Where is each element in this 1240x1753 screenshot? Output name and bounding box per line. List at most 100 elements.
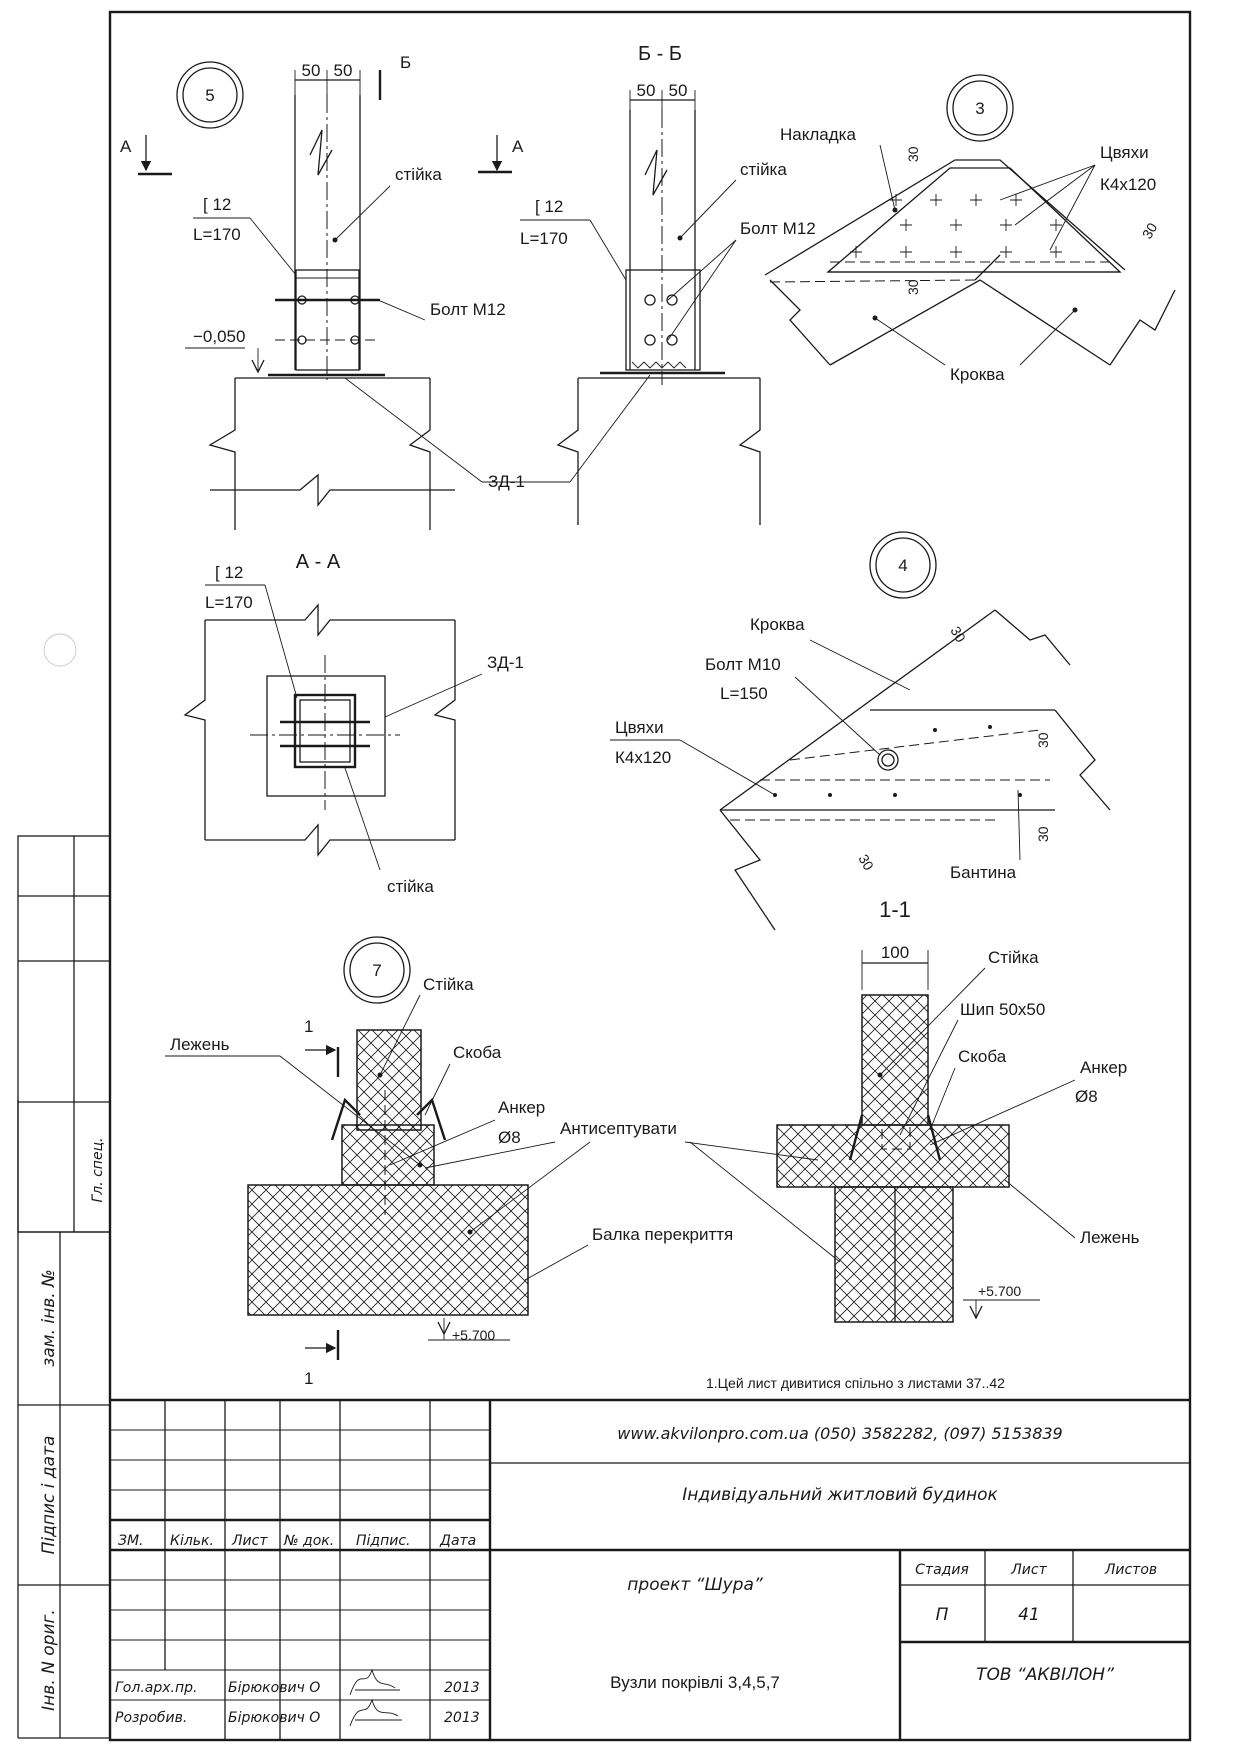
node-7: 7 1 1 Стійка Лежень Скоба Анкер Ø8 Антис… xyxy=(165,936,841,1388)
label-post: Стійка xyxy=(423,975,474,994)
section-mark-b: Б xyxy=(400,53,411,72)
label-zd-1: ЗД-1 xyxy=(487,653,524,672)
node-3-number: 3 xyxy=(975,99,984,118)
label-tenon: Шип 50х50 xyxy=(960,1000,1045,1019)
label-nails-size: К4х120 xyxy=(615,748,671,767)
col-header-changes: ЗМ. xyxy=(118,1533,144,1549)
label-post: Стійка xyxy=(988,948,1039,967)
label-channel: [ 12 xyxy=(215,563,243,582)
section-bb: Б - Б 50 50 стійка [ 12 L=170 Болт М12 xyxy=(520,43,816,525)
stage-header: Стадия xyxy=(915,1562,969,1578)
signature-1 xyxy=(349,1668,400,1696)
dim-30: 30 xyxy=(855,852,877,874)
label-bolt: Болт М12 xyxy=(740,219,816,238)
stamp-chief-spec: Гл. спец. xyxy=(90,1137,106,1202)
label-length: L=170 xyxy=(520,229,568,248)
label-anchor: Анкер xyxy=(1080,1058,1127,1077)
project-name: проект “Шура” xyxy=(627,1575,763,1595)
section-aa-title: А - А xyxy=(296,551,341,573)
section-aa: А - А [ 12 L=170 ЗД-1 стійка xyxy=(183,551,524,896)
row-name: Бірюкович О xyxy=(228,1680,320,1696)
row-year: 2013 xyxy=(444,1680,480,1696)
company-name: ТОВ “АКВІЛОН” xyxy=(976,1665,1114,1685)
row-year: 2013 xyxy=(444,1710,480,1726)
node-4-number: 4 xyxy=(898,556,907,575)
sheet-header: Лист xyxy=(1010,1562,1047,1578)
row-role: Гол.арх.пр. xyxy=(115,1680,197,1696)
row-name: Бірюкович О xyxy=(228,1710,320,1726)
sheet-frame xyxy=(108,10,1192,1742)
level-mark: −0,050 xyxy=(193,327,245,346)
node-4: 4 Кроква Болт М10 L=150 Цвяхи К4х120 Бан… xyxy=(610,531,1111,931)
node-3: 3 Накладка Цвяхи К4х120 30 30 30 Кроква xyxy=(764,74,1176,384)
label-channel: [ 12 xyxy=(203,195,231,214)
level-mark: +5.700 xyxy=(978,1283,1021,1299)
label-nails: Цвяхи xyxy=(1100,143,1149,162)
section-bb-title: Б - Б xyxy=(638,43,682,65)
label-antiseptic: Антисептувати xyxy=(560,1119,677,1138)
label-nails: Цвяхи xyxy=(615,718,664,737)
label-length: L=170 xyxy=(205,593,253,612)
level-mark: +5.700 xyxy=(452,1327,495,1343)
punch-hole xyxy=(43,633,77,667)
dim-30: 30 xyxy=(905,146,921,162)
label-plate: Накладка xyxy=(780,125,856,144)
label-length: L=150 xyxy=(720,684,768,703)
node-7-number: 7 xyxy=(372,961,381,980)
label-plate: Лежень xyxy=(170,1035,230,1054)
side-stamp: Гл. спец. зам. інв. № Підпис і дата Інв.… xyxy=(17,835,111,1739)
sheet-note: 1.Цей лист дивитися спільно з листами 37… xyxy=(706,1375,1005,1391)
company-website: www.akvilonpro.com.ua (050) 3582282, (09… xyxy=(617,1424,1062,1443)
section-mark-a-right: А xyxy=(512,137,524,156)
stage-value: П xyxy=(936,1605,949,1625)
row-role: Розробив. xyxy=(115,1710,187,1726)
label-anchor: Анкер xyxy=(498,1098,545,1117)
cut-mark-1: 1 xyxy=(304,1369,313,1388)
label-floor-beam: Балка перекриття xyxy=(592,1225,733,1244)
label-post: стійка xyxy=(395,165,442,184)
stamp-orig-inv: Інв. N ориг. xyxy=(39,1609,59,1711)
signature-2 xyxy=(349,1698,402,1727)
label-rafter: Кроква xyxy=(950,365,1005,384)
col-header-sheet: Лист xyxy=(231,1533,268,1549)
label-anchor-diameter: Ø8 xyxy=(498,1128,521,1147)
dim-50: 50 xyxy=(302,61,321,80)
section-1-1-title: 1-1 xyxy=(879,897,911,922)
node-5: 5 50 50 Б А А стійка xyxy=(120,53,524,530)
sheet-title: Вузли покрівлі 3,4,5,7 xyxy=(610,1673,780,1692)
col-header-date: Дата xyxy=(439,1533,476,1549)
label-plate: Лежень xyxy=(1080,1228,1140,1247)
label-length: L=170 xyxy=(193,225,241,244)
dim-30: 30 xyxy=(905,279,921,295)
label-clamp: Скоба xyxy=(958,1047,1007,1066)
label-post: стійка xyxy=(387,877,434,896)
label-nails-size: К4х120 xyxy=(1100,175,1156,194)
label-clamp: Скоба xyxy=(453,1043,502,1062)
label-post: стійка xyxy=(740,160,787,179)
label-tie-beam: Бантина xyxy=(950,863,1017,882)
dim-50: 50 xyxy=(637,81,656,100)
title-block: ЗМ. Кільк. Лист № док. Підпис. Дата Гол.… xyxy=(110,1398,1190,1740)
object-name: Індивідуальний житловий будинок xyxy=(682,1485,998,1505)
section-1-1: 1-1 100 Стійка Шип 50х50 Скоба Анкер Ø8 … xyxy=(776,897,1140,1323)
col-header-signature: Підпис. xyxy=(356,1533,411,1549)
label-rafter: Кроква xyxy=(750,615,805,634)
label-channel: [ 12 xyxy=(535,197,563,216)
sheets-header: Листов xyxy=(1104,1562,1157,1578)
dim-50: 50 xyxy=(334,61,353,80)
cut-mark-1: 1 xyxy=(304,1017,313,1036)
dim-30: 30 xyxy=(1035,732,1051,748)
stamp-replace-inv: зам. інв. № xyxy=(39,1269,59,1366)
sheet-value: 41 xyxy=(1018,1605,1040,1625)
label-bolt: Болт М12 xyxy=(430,300,506,319)
section-mark-a-left: А xyxy=(120,137,132,156)
label-bolt: Болт М10 xyxy=(705,655,781,674)
dim-30: 30 xyxy=(947,624,969,646)
dim-50: 50 xyxy=(669,81,688,100)
col-header-doc-no: № док. xyxy=(283,1533,334,1549)
col-header-count: Кільк. xyxy=(170,1533,214,1549)
dim-30: 30 xyxy=(1139,220,1161,242)
dim-30: 30 xyxy=(1035,826,1051,842)
label-anchor-diameter: Ø8 xyxy=(1075,1087,1098,1106)
